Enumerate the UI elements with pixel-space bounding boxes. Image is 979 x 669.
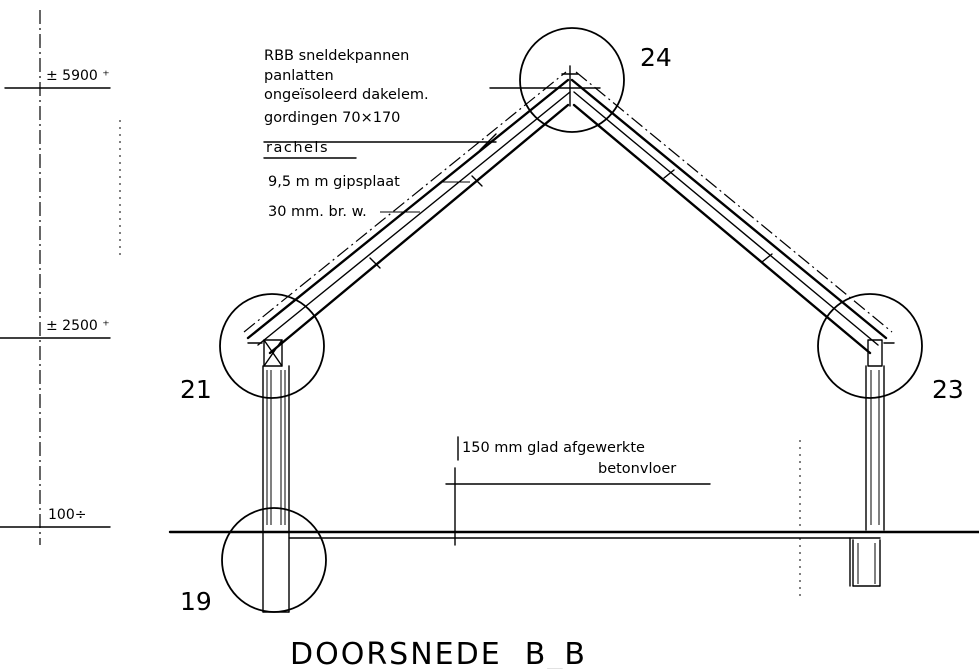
- level-5900-label: ± 5900 ⁺: [46, 68, 110, 84]
- note-roof-element: ongeïsoleerd dakelem.: [264, 87, 429, 103]
- floor-slab: [168, 436, 979, 587]
- level-2500-label: ± 2500 ⁺: [46, 318, 110, 334]
- floor-notes: 150 mm glad afgewerkte betonvloer: [462, 440, 676, 477]
- note-plasterboard: 9,5 m m gipsplaat: [268, 174, 400, 190]
- detail-circle-24: [519, 27, 625, 133]
- note-floor-line-2: betonvloer: [598, 461, 676, 477]
- roof-right-slope: [570, 71, 893, 355]
- section-title: DOORSNEDE B_B: [290, 637, 587, 669]
- roof-left-slope: [243, 71, 571, 355]
- ridge: [489, 65, 601, 107]
- detail-number-23: 23: [932, 375, 964, 404]
- left-wall: [247, 339, 290, 613]
- note-purlins: gordingen 70×170: [264, 110, 400, 126]
- note-insulation: 30 mm. br. w.: [268, 204, 367, 220]
- note-floor-line-1: 150 mm glad afgewerkte: [462, 440, 645, 456]
- detail-number-24: 24: [640, 43, 672, 72]
- level-axis: ± 5900 ⁺ ± 2500 ⁺ 100÷: [0, 10, 111, 545]
- right-wall: [852, 339, 895, 587]
- detail-number-19: 19: [180, 587, 212, 616]
- detail-circle-19: [221, 507, 327, 613]
- note-rafters: rachels: [266, 140, 329, 156]
- level-100-label: 100÷: [48, 507, 86, 523]
- note-roof-tiles: RBB sneldekpannen: [264, 48, 409, 64]
- roof-notes: RBB sneldekpannen panlatten ongeïsoleerd…: [263, 48, 497, 220]
- detail-circle-21: [219, 293, 325, 399]
- note-battens: panlatten: [264, 68, 334, 84]
- detail-number-21: 21: [180, 375, 212, 404]
- detail-circle-23: [817, 293, 923, 399]
